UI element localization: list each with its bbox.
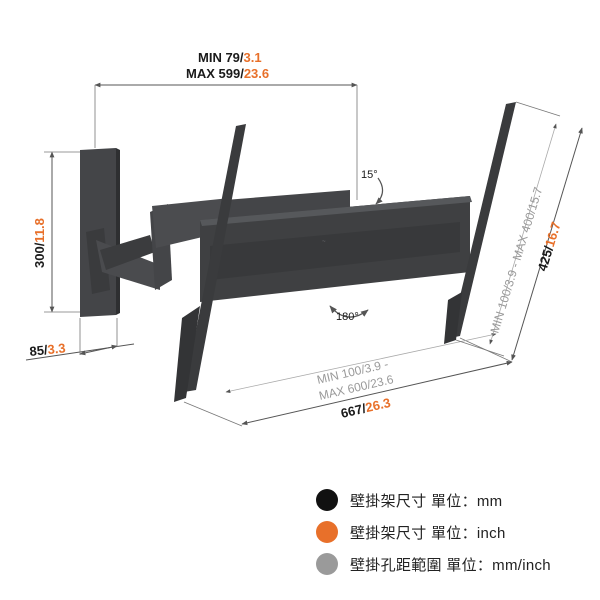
hole-h-dimension-line <box>225 333 497 393</box>
height-extension-top <box>515 101 561 117</box>
legend-label: 壁掛架尺寸 單位：inch <box>350 524 506 542</box>
wall-plate-side <box>116 148 120 315</box>
arm-link-shadow <box>100 235 155 270</box>
left-bracket-foot <box>174 306 200 402</box>
legend: 壁掛架尺寸 單位：mm 壁掛架尺寸 單位：inch 壁掛孔距範圍 單位：mm/i… <box>316 484 596 580</box>
left-height-text: 300/11.8 <box>32 218 47 268</box>
swing-arm <box>86 190 350 294</box>
tilt-label: 15° <box>361 169 378 181</box>
right-dimensions: MIN 100/3.9 - MAX 400/15.7 425/16.7 <box>455 101 583 361</box>
tv-plate-inset <box>210 222 460 280</box>
legend-swatch-black <box>316 489 338 511</box>
legend-swatch-gray <box>316 553 338 575</box>
top-min-text: MIN 79/3.1 <box>198 50 262 65</box>
bottom-dimensions: MIN 100/3.9 - MAX 600/23.6 667/26.3 <box>183 333 513 427</box>
arm-upper-link <box>152 198 232 248</box>
tilt-indicator: 15° <box>361 169 384 205</box>
height-text: 425/16.7 <box>535 220 564 273</box>
legend-item-mm: 壁掛架尺寸 單位：mm <box>316 484 596 516</box>
top-max-text: MAX 599/23.6 <box>186 66 269 81</box>
tilt-arrow <box>375 177 384 205</box>
depth-dimension-line <box>79 344 118 356</box>
depth-text: 85/3.3 <box>29 340 67 359</box>
hole-v-dimension-line <box>489 123 557 345</box>
width-extension-left <box>183 401 243 427</box>
left-bracket-rail <box>184 124 246 392</box>
swivel-indicator: 180° <box>329 305 369 323</box>
legend-item-inch: 壁掛架尺寸 單位：inch <box>316 516 596 548</box>
left-dimension: 300/11.8 <box>32 151 80 313</box>
swivel-label: 180° <box>336 311 359 323</box>
legend-item-hole-range: 壁掛孔距範圍 單位：mm/inch <box>316 548 596 580</box>
legend-label: 壁掛孔距範圍 單位：mm/inch <box>350 556 551 574</box>
swivel-arrow <box>329 305 369 318</box>
top-dimension: MIN 79/3.1 MAX 599/23.6 <box>94 50 358 200</box>
left-tv-bracket <box>174 124 246 402</box>
legend-label: 壁掛架尺寸 單位：mm <box>350 492 503 510</box>
right-bracket-foot <box>444 292 462 344</box>
depth-dimension: 85/3.3 <box>25 318 135 361</box>
tv-plate: ~ <box>200 196 472 302</box>
width-text: 667/26.3 <box>339 395 392 421</box>
height-extension-bottom <box>455 339 505 357</box>
legend-swatch-orange <box>316 521 338 543</box>
tv-plate-top-edge <box>200 196 472 226</box>
brand-mark: ~ <box>322 239 326 245</box>
